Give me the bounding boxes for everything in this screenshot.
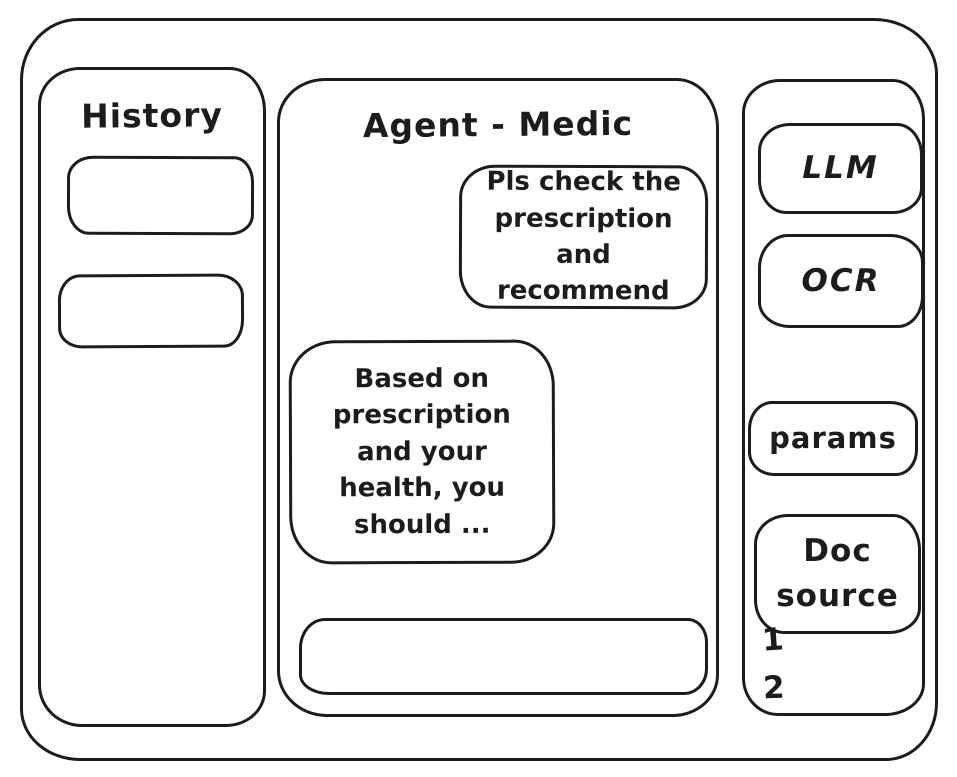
chat-title: Agent - Medic xyxy=(362,103,634,146)
tools-panel: LLM OCR params Doc source 1 2 xyxy=(742,79,925,716)
ocr-button[interactable]: OCR xyxy=(758,234,924,328)
doc-source-item[interactable]: 2 xyxy=(762,669,786,707)
doc-source-item[interactable]: 1 xyxy=(760,621,785,659)
message-input[interactable] xyxy=(299,618,708,695)
history-panel: History xyxy=(38,67,266,727)
history-title: History xyxy=(80,95,224,136)
agent-message-bubble: Based on prescription and your health, y… xyxy=(288,339,556,565)
llm-button[interactable]: LLM xyxy=(758,123,923,214)
history-item[interactable] xyxy=(57,273,245,349)
doc-source-button[interactable]: Doc source xyxy=(754,514,921,634)
user-message-bubble: Pls check the prescription and recommend xyxy=(458,164,709,310)
history-item[interactable] xyxy=(66,155,255,236)
params-button[interactable]: params xyxy=(748,401,918,476)
chat-panel: Agent - Medic Pls check the prescription… xyxy=(277,78,719,717)
app-frame: History Agent - Medic Pls check the pres… xyxy=(20,18,938,761)
